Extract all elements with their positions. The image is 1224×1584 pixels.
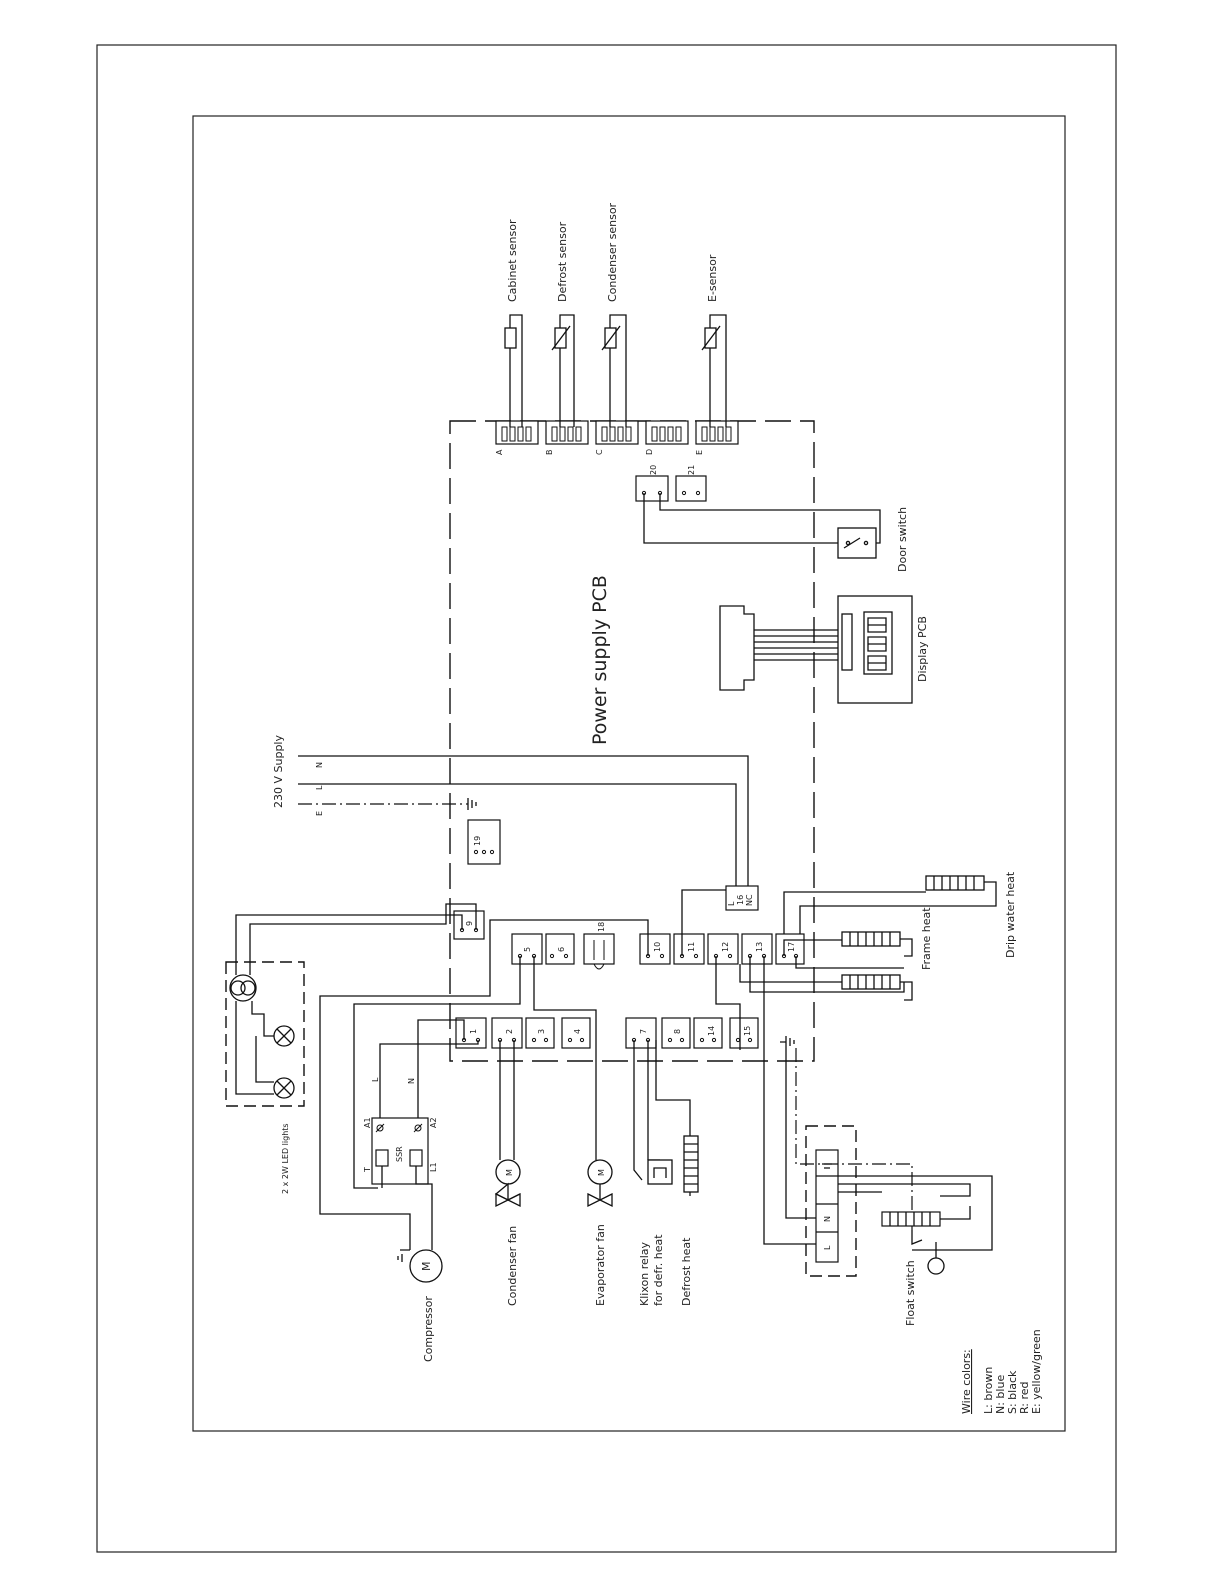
cabinet-sensor-label: Cabinet sensor <box>506 219 519 302</box>
svg-text:21: 21 <box>687 465 696 475</box>
wire-color-item: L: brown <box>982 1367 995 1414</box>
sensor-thermistors <box>504 314 727 427</box>
sensor-connectors: A B C D E <box>495 420 739 456</box>
compressor-label: Compressor <box>422 1296 435 1362</box>
port-d-label: D <box>645 449 654 455</box>
outer-border <box>96 44 1117 1553</box>
frame-heat-label: Frame heat <box>920 907 933 970</box>
defrost-heat-label: Defrost heat <box>680 1237 693 1306</box>
svg-text:N: N <box>823 1216 832 1222</box>
wire-color-item: E: yellow/green <box>1030 1329 1043 1414</box>
terminal-row-middle: 5 6 18 10 11 12 13 17 <box>511 922 805 970</box>
svg-text:7: 7 <box>639 1029 648 1034</box>
power-pcb-label: Power supply PCB <box>589 575 611 745</box>
drawing-frame <box>192 115 1066 1432</box>
door-switch-label: Door switch <box>896 507 909 572</box>
svg-text:13: 13 <box>755 942 764 952</box>
wire-color-item: S: black <box>1006 1370 1019 1414</box>
evaporator-fan-label: Evaporator fan <box>594 1224 607 1306</box>
supply-n-label: N <box>315 762 324 768</box>
svg-text:10: 10 <box>653 942 662 952</box>
compressor-motor-letter: M <box>420 1262 433 1272</box>
wire-colors-title: Wire colors: <box>960 1349 973 1414</box>
terminal-20-21: 20 21 <box>635 465 707 502</box>
klixon-relay <box>633 1159 673 1185</box>
display-pcb <box>719 595 913 704</box>
terminal-row-bottom: 1 2 3 4 7 8 14 15 <box>455 1017 795 1049</box>
svg-text:15: 15 <box>743 1026 752 1036</box>
port-a-label: A <box>495 449 504 455</box>
condenser-fan <box>494 1159 521 1208</box>
condenser-fan-label: Condenser fan <box>506 1226 519 1306</box>
svg-text:T: T <box>363 1167 372 1173</box>
svg-text:12: 12 <box>721 942 730 952</box>
svg-text:A2: A2 <box>429 1117 438 1128</box>
port-c-label: C <box>595 449 604 455</box>
svg-text:4: 4 <box>573 1029 582 1034</box>
svg-text:L: L <box>727 901 736 906</box>
ssr: SSR A1 A2 T L1 <box>363 1117 438 1185</box>
svg-text:20: 20 <box>649 465 658 475</box>
float-switch-label: Float switch <box>904 1260 917 1326</box>
svg-text:9: 9 <box>465 921 474 926</box>
wire-color-item: R: red <box>1018 1381 1031 1414</box>
ssr-l-label: L <box>371 1077 380 1082</box>
svg-text:L1: L1 <box>429 1162 438 1172</box>
terminal-19: 19 <box>467 819 501 865</box>
terminal-9: 9 <box>453 910 485 940</box>
svg-text:SSR: SSR <box>395 1146 404 1162</box>
terminal-16: L 16 NC <box>725 885 759 911</box>
svg-text:2: 2 <box>505 1029 514 1034</box>
supply-l-label: L <box>315 785 324 790</box>
supply-wires <box>298 755 749 888</box>
power-pcb-outline <box>449 420 815 1062</box>
svg-text:NC: NC <box>745 894 754 906</box>
door-switch <box>643 493 881 559</box>
evaporator-fan-motor-letter: M <box>597 1169 606 1176</box>
svg-text:8: 8 <box>673 1029 682 1034</box>
supply-label: 230 V Supply <box>272 735 285 808</box>
condenser-sensor-label: Condenser sensor <box>606 202 619 302</box>
svg-text:3: 3 <box>537 1029 546 1034</box>
led-lights <box>225 903 477 1107</box>
svg-text:1: 1 <box>469 1029 478 1034</box>
svg-text:11: 11 <box>687 942 696 952</box>
wire-color-item: N: blue <box>994 1375 1007 1414</box>
klixon-label-2: for defr. heat <box>652 1234 665 1306</box>
ssr-n-label: N <box>407 1078 416 1084</box>
display-pcb-label: Display PCB <box>916 616 929 682</box>
svg-text:A1: A1 <box>363 1117 372 1128</box>
float-switch-block: N L <box>785 1048 993 1277</box>
heaters <box>683 875 985 1193</box>
svg-text:5: 5 <box>523 947 532 952</box>
svg-text:16: 16 <box>736 895 745 905</box>
drip-water-heat-label: Drip water heat <box>1004 871 1017 958</box>
svg-text:14: 14 <box>707 1026 716 1036</box>
port-b-label: B <box>545 450 554 456</box>
port-e-label: E <box>695 450 704 455</box>
defrost-sensor-label: Defrost sensor <box>556 221 569 302</box>
svg-text:18: 18 <box>597 922 606 932</box>
svg-text:19: 19 <box>473 836 482 846</box>
e-sensor-label: E-sensor <box>706 254 719 302</box>
supply-e-label: E <box>315 811 324 816</box>
svg-text:6: 6 <box>557 947 566 952</box>
wire-colors-legend: Wire colors: L: brown N: blue S: black R… <box>960 1329 1043 1414</box>
condenser-fan-motor-letter: M <box>505 1169 514 1176</box>
svg-text:L: L <box>823 1245 832 1250</box>
klixon-label-1: Klixon relay <box>638 1241 651 1306</box>
evaporator-fan <box>587 1159 613 1208</box>
svg-text:17: 17 <box>787 942 796 952</box>
compressor <box>381 1166 443 1283</box>
led-lights-label: 2 x 2W LED lights <box>281 1123 290 1194</box>
